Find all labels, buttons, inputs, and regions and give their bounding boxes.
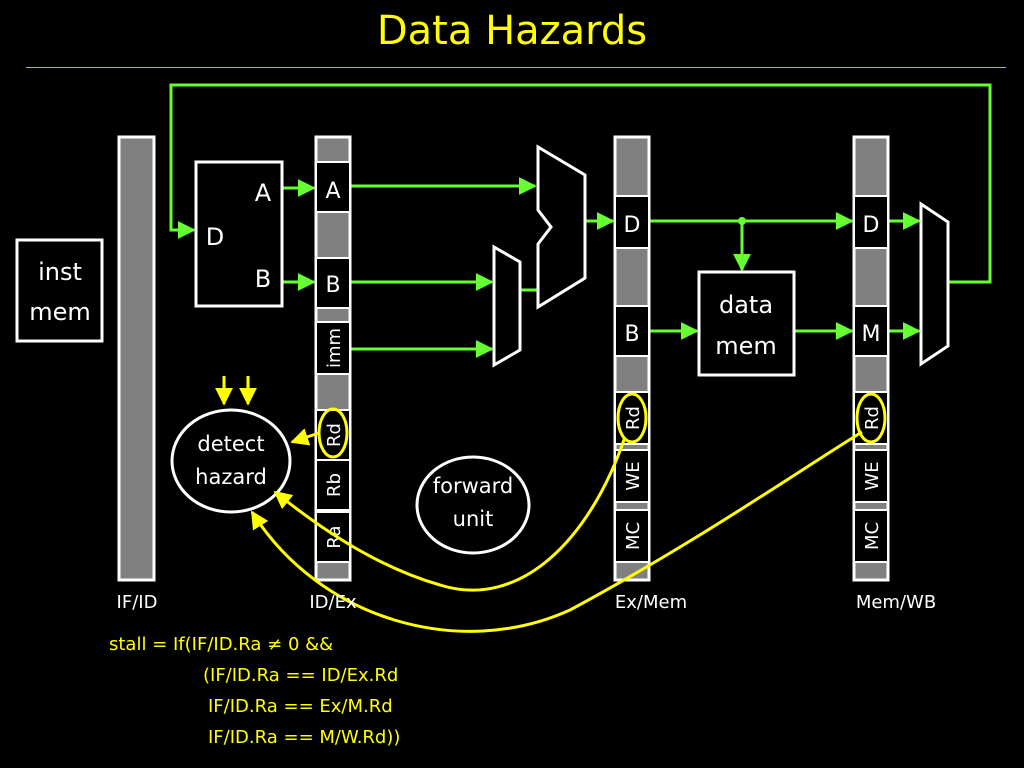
register-file: D A B (194, 160, 284, 308)
detect-hazard-label-2: hazard (195, 465, 267, 489)
id-ex-label: ID/Ex (309, 592, 357, 613)
ex-mem-rd-to-hazard-arrow (273, 436, 627, 592)
id-ex-field-rb-box (315, 459, 351, 511)
inst-mem-block: inst mem (15, 238, 104, 343)
regfile-a-label: A (255, 179, 272, 207)
ex-mem-field-mc: MC (623, 522, 644, 550)
mem-wb-field-m: M (862, 322, 881, 347)
ex-mem-field-rd: Rd (623, 406, 644, 430)
mem-wb-field-mc: MC (862, 522, 883, 550)
mem-wb-field-rd: Rd (862, 406, 883, 430)
operand-mux (492, 244, 522, 368)
mem-wb-register: D M Rd WE MC (852, 135, 890, 582)
mem-wb-field-d-box (853, 195, 889, 249)
if-id-label: IF/ID (117, 592, 158, 613)
detect-hazard-unit: detect hazard (170, 408, 292, 514)
id-ex-rd-to-hazard-arrow (290, 428, 320, 446)
data-mem-label-1: data (719, 291, 773, 319)
alu (536, 144, 587, 310)
slide-title: Data Hazards (376, 8, 648, 54)
writeback-loop-wire (169, 83, 992, 284)
regfile-b-label: B (255, 265, 271, 293)
ex-mem-rd-highlight (616, 392, 648, 444)
forward-unit-label-1: forward (433, 474, 514, 498)
forward-unit-label-2: unit (453, 507, 494, 531)
id-ex-field-rd: Rd (324, 423, 345, 447)
wire-junction-dot (738, 217, 746, 225)
id-ex-field-rb: Rb (324, 473, 345, 497)
id-ex-field-a: A (325, 179, 340, 204)
writeback-mux (919, 201, 950, 367)
mem-wb-field-m-box (853, 305, 889, 357)
ex-mem-register: D B Rd WE MC (613, 135, 651, 582)
mem-wb-label: Mem/WB (856, 592, 936, 613)
regfile-dest-label: D (206, 223, 224, 251)
inst-mem-label-2: mem (29, 298, 91, 326)
ex-mem-field-we-box (614, 449, 650, 503)
mem-wb-rd-highlight (855, 392, 887, 444)
mem-wb-field-we: WE (862, 461, 883, 490)
id-ex-field-b-box (315, 257, 351, 309)
stall-equation-line-4: IF/ID.Ra == M/W.Rd)) (208, 727, 401, 748)
mem-wb-rd-to-hazard-arrow (250, 430, 863, 633)
mem-wb-field-d: D (863, 213, 880, 238)
id-ex-field-ra-box (315, 511, 351, 563)
data-mem-label-2: mem (715, 332, 777, 360)
ex-mem-label: Ex/Mem (615, 592, 687, 613)
id-ex-field-b: B (325, 273, 340, 298)
id-ex-field-a-box (315, 161, 351, 213)
ex-mem-field-d-box (614, 195, 650, 249)
datapath-wires (169, 83, 992, 358)
ex-mem-field-b: B (624, 322, 639, 347)
ex-mem-field-d: D (624, 213, 641, 238)
stall-equation-line-2: (IF/ID.Ra == ID/Ex.Rd (203, 665, 399, 686)
if-id-register (117, 135, 156, 582)
data-mem-block: data mem (697, 270, 796, 377)
ex-mem-field-b-box (614, 305, 650, 357)
ex-mem-field-mc-box (614, 509, 650, 563)
detect-hazard-label-1: detect (197, 432, 264, 456)
forward-unit: forward unit (415, 455, 531, 555)
id-ex-register: A B imm Rd Rb Ra (314, 135, 352, 582)
inst-mem-label-1: inst (38, 258, 82, 286)
title-divider (26, 67, 1006, 68)
mem-wb-field-mc-box (853, 509, 889, 563)
ex-mem-field-we: WE (623, 461, 644, 490)
id-ex-field-imm: imm (324, 328, 345, 368)
id-ex-field-imm-box (315, 321, 351, 375)
hazard-annotations (215, 376, 887, 633)
mem-wb-field-we-box (853, 449, 889, 503)
stall-equation-line-1: stall = If(IF/ID.Ra ≠ 0 && (109, 634, 334, 655)
stall-equation-line-3: IF/ID.Ra == Ex/M.Rd (208, 696, 393, 717)
